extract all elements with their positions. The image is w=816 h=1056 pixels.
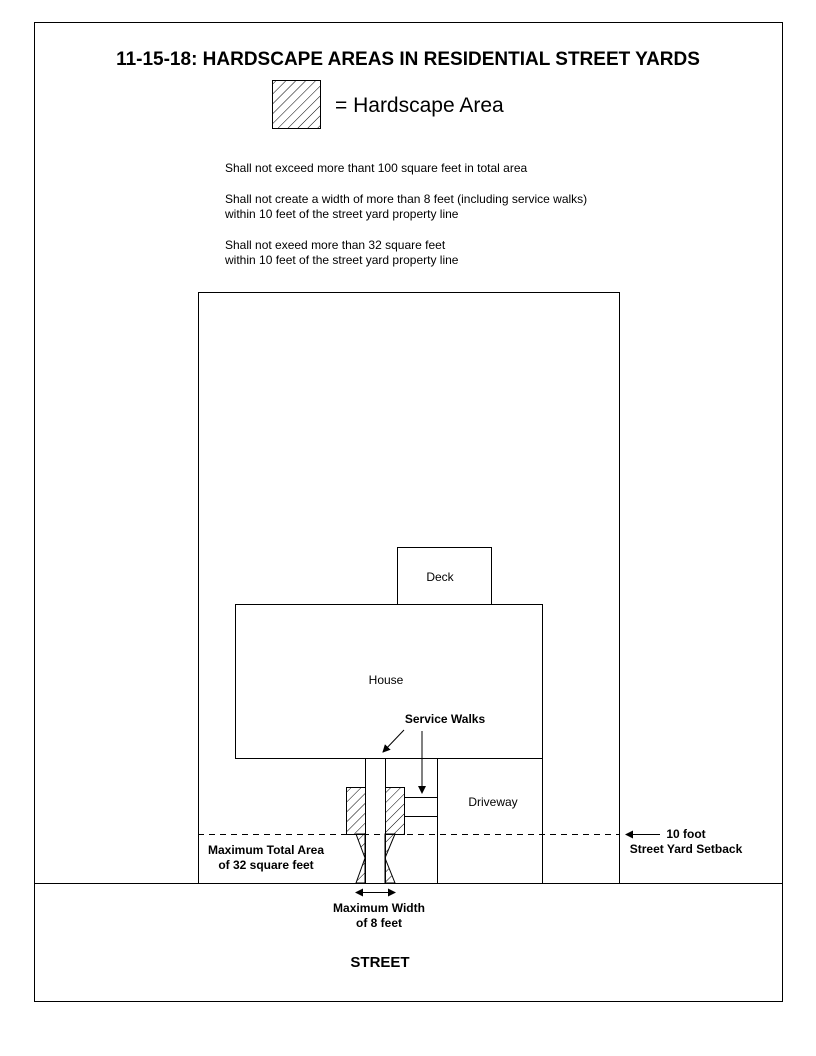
max-width-label-2: of 8 feet	[356, 916, 402, 930]
hardscape-area-right	[385, 787, 405, 835]
max-area-label-2: of 32 square feet	[218, 858, 313, 872]
rules-text: Shall not exceed more thant 100 square f…	[224, 161, 587, 267]
street-label: STREET	[350, 954, 409, 971]
max-width-label: Maximum Width	[333, 901, 425, 915]
setback-label: 10 foot	[666, 827, 705, 841]
legend-label: = Hardscape Area	[335, 94, 504, 117]
max-area-label: Maximum Total Area	[208, 843, 324, 857]
deck-label: Deck	[426, 570, 454, 584]
walk-arrow-1	[382, 729, 405, 753]
driveway-label: Driveway	[468, 795, 517, 809]
svg-text:Shall not exceed more thant 10: Shall not exceed more thant 100 square f…	[225, 161, 528, 175]
page-border	[34, 22, 783, 1002]
page-title: 11-15-18: HARDSCAPE AREAS IN RESIDENTIAL…	[116, 49, 700, 70]
hardscape-triangles	[355, 833, 396, 884]
house-label: House	[369, 673, 404, 687]
svg-text:within 10 feet of the street y: within 10 feet of the street yard proper…	[224, 253, 459, 267]
hardscape-area-left	[346, 787, 366, 835]
side-walk	[404, 797, 437, 817]
house	[235, 604, 543, 759]
svg-text:Shall not exeed more than 32 s: Shall not exeed more than 32 square feet	[225, 238, 446, 252]
legend-hatch-swatch	[272, 80, 321, 129]
svg-text:within 10 feet of the street y: within 10 feet of the street yard proper…	[224, 207, 459, 221]
service-walks-label: Service Walks	[405, 712, 486, 726]
deck	[397, 547, 492, 605]
setback-label-2: Street Yard Setback	[630, 842, 743, 856]
svg-text:Shall not create a width of mo: Shall not create a width of more than 8 …	[225, 192, 587, 206]
